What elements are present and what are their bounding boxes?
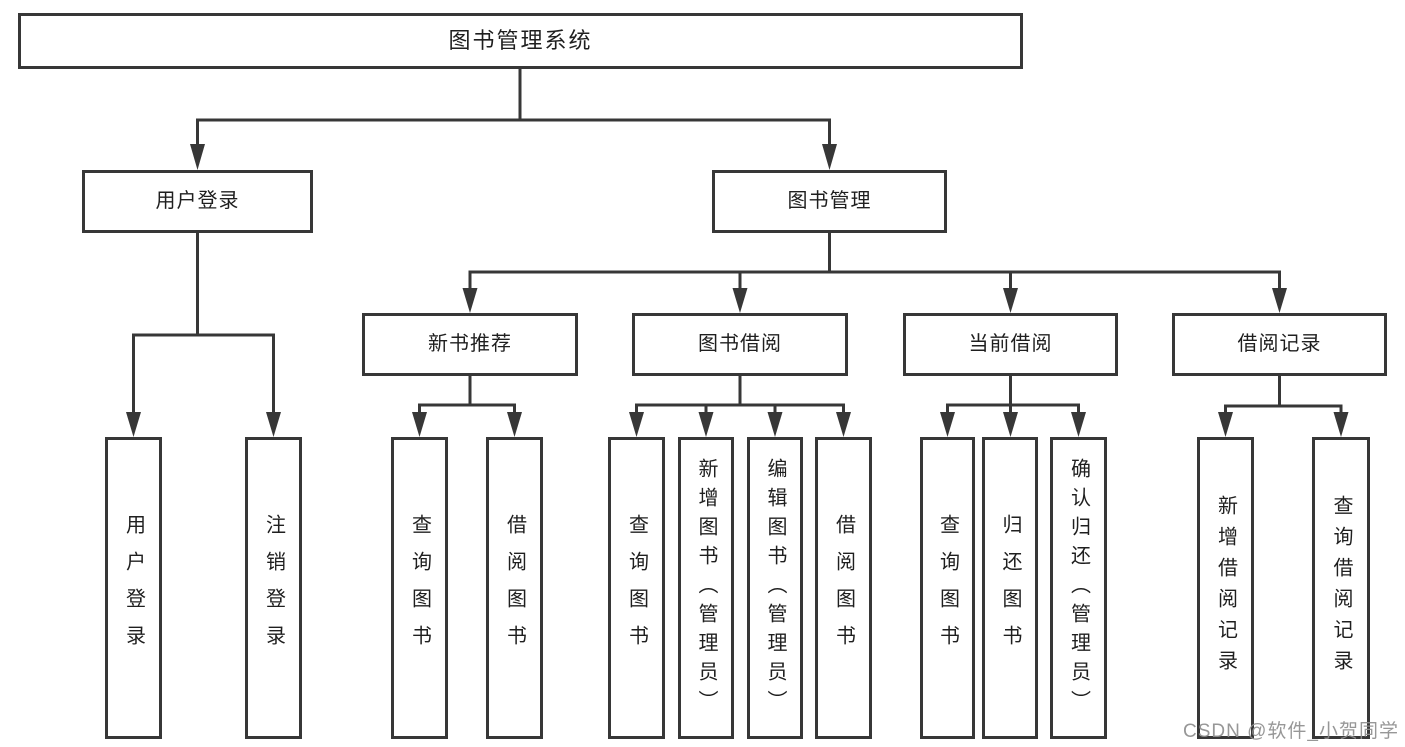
- node-label: 归还图书: [999, 514, 1021, 662]
- node-label: 图书管理: [787, 190, 872, 212]
- node-label: 图书管理系统: [448, 28, 593, 54]
- node-user-login: 用户登录: [82, 170, 313, 233]
- node-label: 借阅图书: [503, 514, 526, 662]
- node-label: 确认归还（管理员）: [1067, 457, 1090, 719]
- node-library-management-system: 图书管理系统: [18, 13, 1023, 69]
- node-label: 注销登录: [262, 514, 285, 662]
- leaf-query-books-2: 查询图书: [608, 437, 665, 739]
- node-label: 新书推荐: [428, 333, 512, 355]
- node-label: 查询图书: [625, 514, 648, 662]
- node-label: 查询图书: [408, 514, 431, 662]
- leaf-return-books: 归还图书: [982, 437, 1038, 739]
- tree-edges: [132, 68, 1343, 414]
- leaf-borrow-books-2: 借阅图书: [815, 437, 872, 739]
- node-label: 用户登录: [155, 190, 240, 212]
- leaf-add-books-admin: 新增图书（管理员）: [678, 437, 734, 739]
- leaf-query-books-1: 查询图书: [391, 437, 448, 739]
- csdn-watermark: CSDN @软件_小贺同学: [1183, 721, 1399, 742]
- leaf-borrow-books-1: 借阅图书: [486, 437, 543, 739]
- leaf-query-books-3: 查询图书: [920, 437, 975, 739]
- node-label: 借阅记录: [1237, 333, 1322, 355]
- node-label: 新增图书（管理员）: [695, 457, 717, 719]
- node-label: 图书借阅: [698, 333, 782, 355]
- node-borrowing-records: 借阅记录: [1172, 313, 1387, 376]
- leaf-query-borrow-record: 查询借阅记录: [1312, 437, 1370, 739]
- leaf-confirm-return-admin: 确认归还（管理员）: [1050, 437, 1107, 739]
- node-label: 新增借阅记录: [1214, 495, 1237, 681]
- node-book-borrowing: 图书借阅: [632, 313, 848, 376]
- node-label: 当前借阅: [968, 333, 1053, 355]
- arrowheads: [126, 144, 1349, 437]
- leaf-user-login: 用户登录: [105, 437, 162, 739]
- node-label: 查询图书: [936, 514, 959, 662]
- node-label: 借阅图书: [832, 514, 855, 662]
- leaf-add-borrow-record: 新增借阅记录: [1197, 437, 1254, 739]
- node-label: 查询借阅记录: [1330, 495, 1352, 681]
- node-current-borrowing: 当前借阅: [903, 313, 1118, 376]
- leaf-edit-books-admin: 编辑图书（管理员）: [747, 437, 803, 739]
- node-new-book-recommend: 新书推荐: [362, 313, 578, 376]
- leaf-logout: 注销登录: [245, 437, 302, 739]
- node-label: 编辑图书（管理员）: [764, 457, 786, 719]
- node-label: 用户登录: [122, 514, 145, 662]
- node-book-management: 图书管理: [712, 170, 947, 233]
